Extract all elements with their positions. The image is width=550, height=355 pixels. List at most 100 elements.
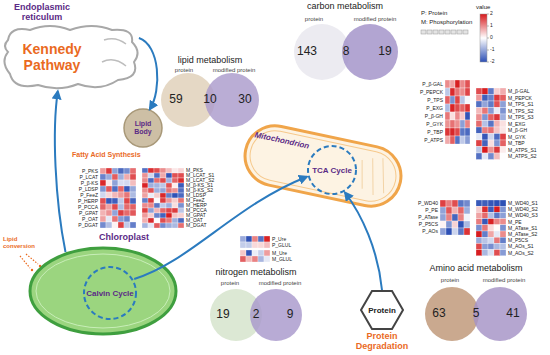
text-slot: protein bbox=[428, 277, 472, 284]
heatmap-cell bbox=[148, 168, 154, 173]
node-text: modified protein bbox=[203, 67, 265, 74]
node-text: modified protein bbox=[249, 280, 311, 287]
heatmap-cell bbox=[482, 140, 488, 147]
annotation-label: -2 bbox=[490, 59, 504, 65]
heatmap-cell bbox=[500, 206, 506, 212]
heatmap-cell bbox=[465, 80, 470, 88]
heatmap-cell bbox=[148, 193, 154, 198]
heatmap-cell bbox=[172, 188, 178, 193]
text-slot: P_PEPCK bbox=[393, 88, 443, 96]
heatmap-cell bbox=[440, 207, 446, 214]
venn-circle bbox=[473, 287, 527, 341]
heatmap-cell bbox=[178, 213, 184, 218]
text-slot: P_OAT bbox=[48, 216, 98, 222]
heatmap-cell bbox=[178, 168, 184, 173]
heatmap-cell bbox=[148, 178, 154, 183]
heatmap-cell bbox=[482, 237, 488, 243]
heatmap-cell bbox=[482, 127, 488, 134]
heatmap-cell bbox=[112, 186, 118, 192]
heatmap-cell bbox=[482, 200, 488, 206]
heatmap-cell bbox=[264, 236, 270, 242]
venn-diagram: Amino acid metabolismproteinmodified pro… bbox=[420, 262, 532, 342]
heatmap-cell bbox=[460, 88, 465, 96]
heatmap-cell bbox=[460, 112, 465, 120]
heatmap-cell bbox=[160, 213, 166, 218]
text-slot: P_WD40 bbox=[388, 200, 438, 207]
heatmap-row-label: M_TPS_S2 bbox=[508, 108, 550, 115]
heatmap-cell bbox=[464, 228, 470, 235]
heatmap-cell bbox=[488, 153, 494, 160]
heatmap-cell bbox=[494, 237, 500, 243]
heatmap-row-label: M_EXG bbox=[508, 121, 550, 128]
heatmap-cell bbox=[476, 95, 482, 102]
heatmap-cell bbox=[482, 121, 488, 128]
heatmap-cell bbox=[500, 219, 506, 225]
heatmap-cell bbox=[130, 198, 136, 204]
conversion-dotted-arrows bbox=[20, 254, 38, 268]
heatmap-cell bbox=[142, 218, 148, 223]
heatmap-cell bbox=[160, 193, 166, 198]
heatmap-cell bbox=[476, 243, 482, 249]
lipid-body-circle bbox=[124, 109, 162, 147]
node-text: protein bbox=[428, 277, 472, 284]
heatmap-cell bbox=[252, 236, 258, 242]
heatmap-cell bbox=[476, 200, 482, 206]
heatmap-cell bbox=[494, 147, 500, 154]
heatmap-cell bbox=[166, 193, 172, 198]
heatmap-cell bbox=[488, 140, 494, 147]
heatmap-cell bbox=[476, 108, 482, 115]
heatmap-cell bbox=[482, 95, 488, 102]
venn-circle bbox=[425, 287, 479, 341]
heatmap-cell bbox=[500, 250, 506, 256]
heatmap-cell bbox=[124, 174, 130, 180]
text-slot: 143 bbox=[293, 45, 321, 59]
heatmap-cell bbox=[112, 216, 118, 222]
text-slot: M_EXG bbox=[508, 121, 550, 128]
heatmap-cell bbox=[450, 112, 455, 120]
node-text: nitrogen metabolism bbox=[206, 267, 306, 277]
heatmap-cell bbox=[488, 225, 494, 231]
text-slot: M_ATPS_S2 bbox=[508, 153, 550, 160]
text-slot: Fatty Acid Synthesis bbox=[72, 151, 152, 159]
venn-diagram: nitrogen metabolismproteinmodified prote… bbox=[206, 266, 306, 344]
heatmap-cell bbox=[172, 223, 178, 228]
text-slot: M_ATase_S2 bbox=[508, 231, 550, 237]
text-slot: modified protein bbox=[473, 277, 535, 284]
heatmap-cell bbox=[106, 186, 112, 192]
heatmap-row-label: M_P5CS bbox=[508, 237, 550, 243]
flow-arrow bbox=[134, 177, 307, 279]
heatmap-cell bbox=[494, 225, 500, 231]
heatmap-cell bbox=[455, 80, 460, 88]
heatmap-cell bbox=[476, 231, 482, 237]
heatmap-cell bbox=[240, 250, 246, 256]
text-slot: M_TPS_S1 bbox=[508, 101, 550, 108]
cycle-circle: Calvin Cycle bbox=[82, 265, 138, 321]
heatmap-cell bbox=[494, 153, 500, 160]
text-slot: protein bbox=[292, 16, 336, 23]
heatmap-cell bbox=[166, 188, 172, 193]
heatmap-row-label: M_PE bbox=[508, 219, 550, 225]
text-slot: P_LCAT bbox=[48, 174, 98, 180]
annotation-label: Fatty Acid Synthesis bbox=[72, 151, 152, 159]
heatmap-cell bbox=[154, 188, 160, 193]
heatmap-cell bbox=[178, 218, 184, 223]
heatmap-cell bbox=[106, 180, 112, 186]
heatmap-cell bbox=[488, 206, 494, 212]
heatmap-cell bbox=[476, 127, 482, 134]
heatmap-cell bbox=[124, 222, 130, 228]
heatmap-cell bbox=[142, 208, 148, 213]
heatmap-cell bbox=[482, 250, 488, 256]
node-text: modified protein bbox=[473, 277, 535, 284]
heatmap-cell bbox=[172, 218, 178, 223]
heatmap-cell bbox=[172, 173, 178, 178]
node-text: 63 bbox=[425, 307, 453, 321]
swatch-row bbox=[421, 30, 468, 34]
heatmap-row-label: P_HERP bbox=[48, 198, 98, 204]
heatmap-row-label: P_PEPCK bbox=[393, 88, 443, 96]
heatmap-cell bbox=[464, 200, 470, 207]
heatmap-cell bbox=[106, 168, 112, 174]
node-text: Lipid Body bbox=[126, 120, 160, 136]
heatmap-cell bbox=[488, 200, 494, 206]
heatmap-row-label: M_GYK bbox=[508, 134, 550, 141]
heatmap-cell bbox=[488, 134, 494, 141]
